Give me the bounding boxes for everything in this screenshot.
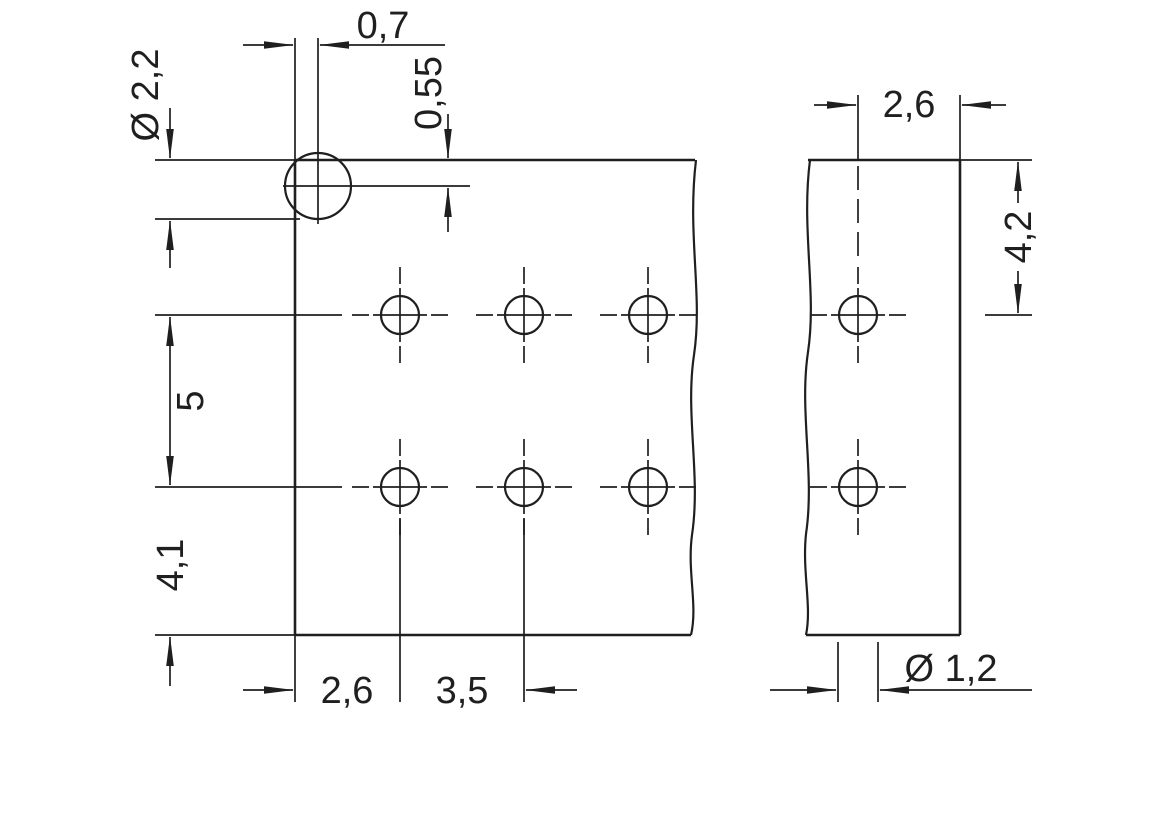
- dim-label-row-spacing: 5: [170, 390, 212, 411]
- dim-label-bottom-margin: 4,1: [150, 539, 192, 592]
- large-hole: [283, 38, 470, 224]
- through-hole: [474, 265, 574, 365]
- through-hole: [598, 437, 698, 537]
- dim-side-top-to-row: 4,2: [998, 161, 1040, 314]
- side-view: 2,6 4,2 Ø 1,2: [770, 84, 1040, 702]
- dim-row-spacing: 5: [166, 316, 212, 486]
- dim-bottom-margin: 4,1: [150, 539, 192, 686]
- dim-top-offset: 0,55: [408, 56, 452, 232]
- front-plate-outline: [293, 158, 698, 637]
- dim-label-side-top-to-row: 4,2: [998, 211, 1040, 264]
- dim-top-pitch: 0,7: [243, 5, 445, 49]
- side-extension-lines: [837, 95, 1032, 702]
- through-hole: [350, 265, 450, 365]
- side-plate-outline: [803, 158, 962, 637]
- break-line: [803, 159, 812, 636]
- break-line: [689, 159, 698, 636]
- front-view: 0,7 0,55 Ø 2,2 5 4,1 2,6 3,5: [125, 5, 698, 712]
- through-hole: [808, 265, 908, 365]
- dim-small-hole-diameter: Ø 1,2: [770, 648, 1032, 694]
- dim-label-edge-to-first-column: 2,6: [321, 670, 374, 712]
- dim-big-hole-diameter: Ø 2,2: [125, 49, 174, 268]
- through-hole: [808, 437, 908, 537]
- dim-edge-to-first-column: 2,6: [243, 670, 373, 712]
- dim-label-side-hole-to-edge: 2,6: [883, 84, 936, 126]
- dim-side-hole-to-edge: 2,6: [814, 84, 1006, 126]
- dim-column-pitch: 3,5: [436, 670, 577, 712]
- front-extension-lines: [155, 38, 525, 702]
- dim-label-top-offset: 0,55: [408, 56, 450, 130]
- dim-label-top-pitch: 0,7: [357, 5, 410, 47]
- through-hole: [598, 265, 698, 365]
- dim-label-column-pitch: 3,5: [436, 670, 489, 712]
- dim-label-big-hole-diameter: Ø 2,2: [125, 49, 167, 142]
- dim-label-small-hole-diameter: Ø 1,2: [905, 648, 998, 690]
